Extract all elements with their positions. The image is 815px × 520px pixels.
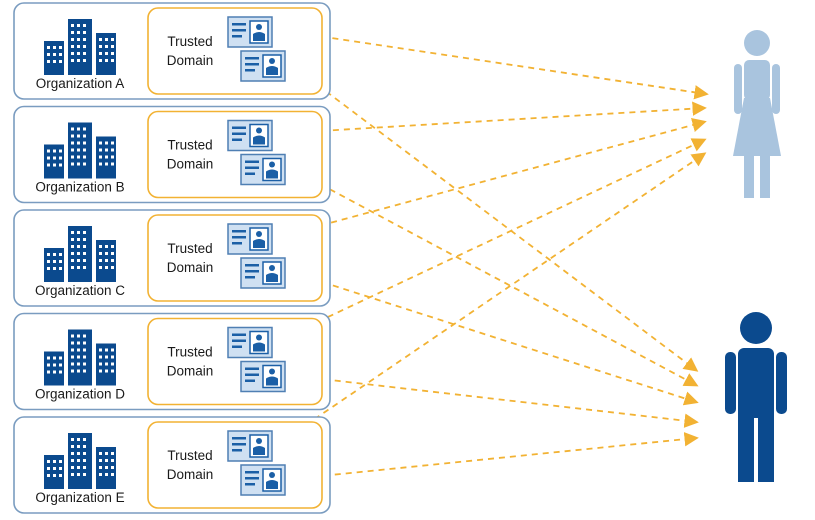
domain-label-line2: Domain [167,260,214,275]
organization-name: Organization B [35,180,124,195]
id-card-icon [227,223,273,255]
woman-icon [733,30,781,198]
id-card-icon [240,153,286,186]
arrow-to-man [288,369,699,428]
arrow-to-woman [275,138,707,343]
id-card-icon [240,464,286,496]
organization-name: Organization E [35,490,124,505]
arrow-to-woman [275,118,707,241]
id-card-icon [227,326,273,359]
domain-label-line1: Trusted [167,345,212,360]
domain-label-line2: Domain [167,364,214,379]
arrow-to-man [288,63,699,372]
arrow-to-woman [275,24,709,100]
arrow-to-woman [275,101,707,140]
domain-label-line2: Domain [167,53,214,68]
arrow-to-man [288,431,699,486]
organization-name: Organization D [35,387,125,402]
id-card-icon [227,430,273,462]
domain-label-line1: Trusted [167,448,212,463]
id-card-icon [240,50,286,82]
arrow-to-man [288,268,699,406]
organization-list: Organization ATrustedDomainOrganization … [13,2,331,514]
domain-label-line2: Domain [167,467,214,482]
id-card-icon [227,119,273,152]
domain-label-line1: Trusted [167,241,212,256]
man-icon [725,312,787,482]
arrow-to-woman [275,152,707,446]
organization-name: Organization C [35,283,125,298]
trust-arrows [275,24,709,486]
domain-label-line1: Trusted [167,34,212,49]
id-card-icon [240,360,286,393]
id-card-icon [227,16,273,48]
domain-label-line1: Trusted [167,138,212,153]
id-card-icon [240,257,286,289]
organization-name: Organization A [36,76,125,91]
domain-label-line2: Domain [167,157,214,172]
